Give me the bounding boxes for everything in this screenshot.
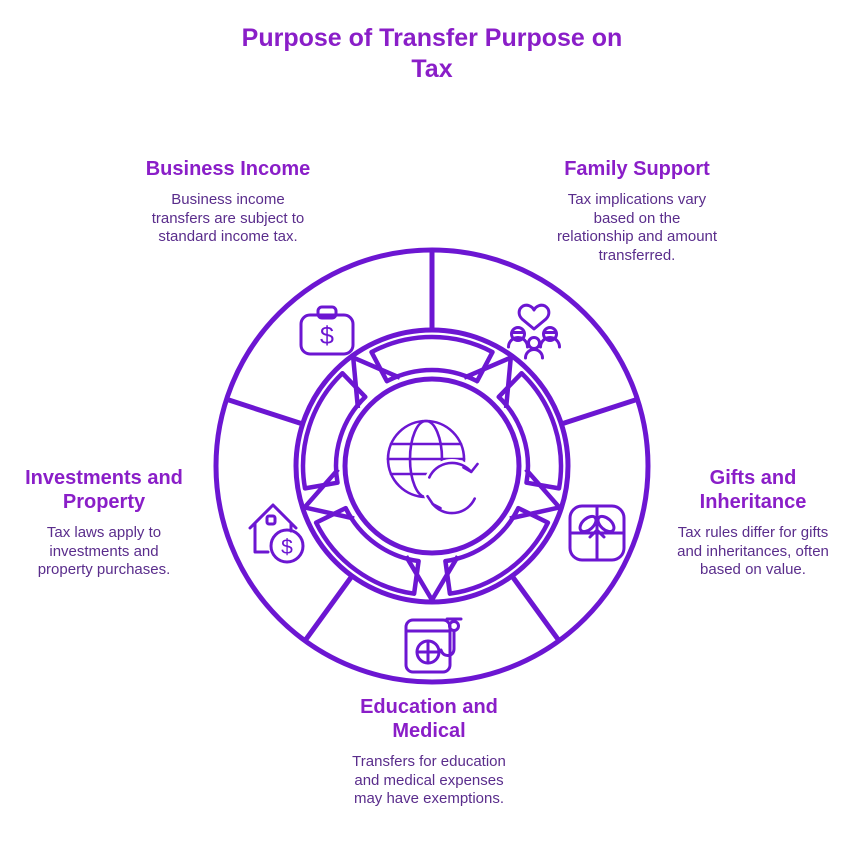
gift-bow-right-loop — [596, 514, 616, 534]
segment-description: Tax implications vary based on the relat… — [556, 191, 718, 264]
iv-hook-line — [439, 629, 456, 657]
divider-upper-left — [225, 396, 304, 427]
child-head — [527, 336, 541, 350]
band-left — [300, 370, 368, 491]
chevron-education — [404, 555, 460, 605]
briefcase-handle — [316, 305, 338, 320]
center-circle — [342, 376, 522, 556]
chevron-business — [350, 354, 401, 409]
sync-arrow-top — [428, 461, 473, 479]
house-roof — [248, 503, 298, 530]
divider-lower-left — [302, 574, 355, 643]
globe-sync-icon — [386, 419, 481, 517]
briefcase-dollar-icon: $ — [299, 305, 355, 356]
segment-heading: Business Income — [145, 158, 311, 180]
band-bottom-right — [443, 505, 551, 596]
segment-dividers — [225, 250, 639, 643]
coin-dollar-sign: $ — [281, 536, 293, 559]
briefcase-body — [299, 313, 355, 356]
child-shoulders — [524, 348, 544, 360]
segment-description: Tax laws apply to investments and proper… — [37, 524, 171, 578]
segment-label-investments-property: Investments and Property Tax laws apply … — [9, 466, 199, 580]
band-right — [496, 370, 564, 491]
segment-label-education-medical: Education and Medical Transfers for educ… — [329, 695, 529, 809]
segment-description: Tax rules differ for gifts and inheritan… — [677, 524, 829, 578]
sync-arrowhead-left — [426, 494, 442, 510]
adult-right-head — [542, 326, 558, 342]
chevron-investments — [300, 467, 355, 521]
house-wall-left — [253, 522, 270, 554]
dollar-coin — [269, 528, 305, 564]
family-heart-icon — [507, 303, 561, 360]
gift-bow-left-loop — [578, 514, 598, 534]
band-bottom-left — [313, 505, 421, 596]
middle-ring-bands — [300, 334, 564, 596]
adult-left-head — [510, 326, 526, 342]
segment-heading: Investments and Property — [25, 467, 183, 513]
heart-shape — [517, 303, 551, 331]
chevron-gifts — [509, 467, 564, 521]
gift-icon — [568, 504, 626, 562]
adult-right-shoulders — [539, 336, 561, 349]
segment-label-gifts-inheritance: Gifts and Inheritance Tax rules differ f… — [653, 466, 853, 580]
divider-upper-right — [560, 396, 639, 427]
segment-label-family-support: Family Support Tax implications vary bas… — [532, 157, 742, 265]
adult-left-shoulders — [507, 336, 529, 349]
segment-label-business-income: Business Income Business income transfer… — [118, 157, 338, 247]
sync-arrow-bottom — [431, 497, 476, 515]
segment-description: Business income transfers are subject to… — [151, 191, 305, 245]
band-top — [369, 334, 495, 384]
segment-heading: Education and Medical — [360, 696, 498, 742]
segment-description: Transfers for education and medical expe… — [352, 753, 506, 807]
page-title: Purpose of Transfer Purpose on Tax — [241, 24, 623, 83]
book-cover — [404, 618, 452, 674]
divider-lower-right — [509, 574, 562, 643]
house-dollar-icon: $ — [248, 503, 305, 564]
sync-halo — [423, 459, 481, 517]
iv-drip-bulb — [448, 620, 460, 632]
sync-arrowhead-right — [462, 462, 479, 474]
briefcase-dollar-sign: $ — [320, 322, 334, 350]
house-window — [265, 514, 277, 526]
segment-heading: Family Support — [564, 158, 710, 180]
book-medical-icon — [404, 617, 463, 674]
segment-chevrons — [300, 354, 564, 605]
gift-bow-tails — [588, 528, 606, 539]
chevron-family — [463, 354, 514, 409]
segment-heading: Gifts and Inheritance — [699, 467, 807, 513]
